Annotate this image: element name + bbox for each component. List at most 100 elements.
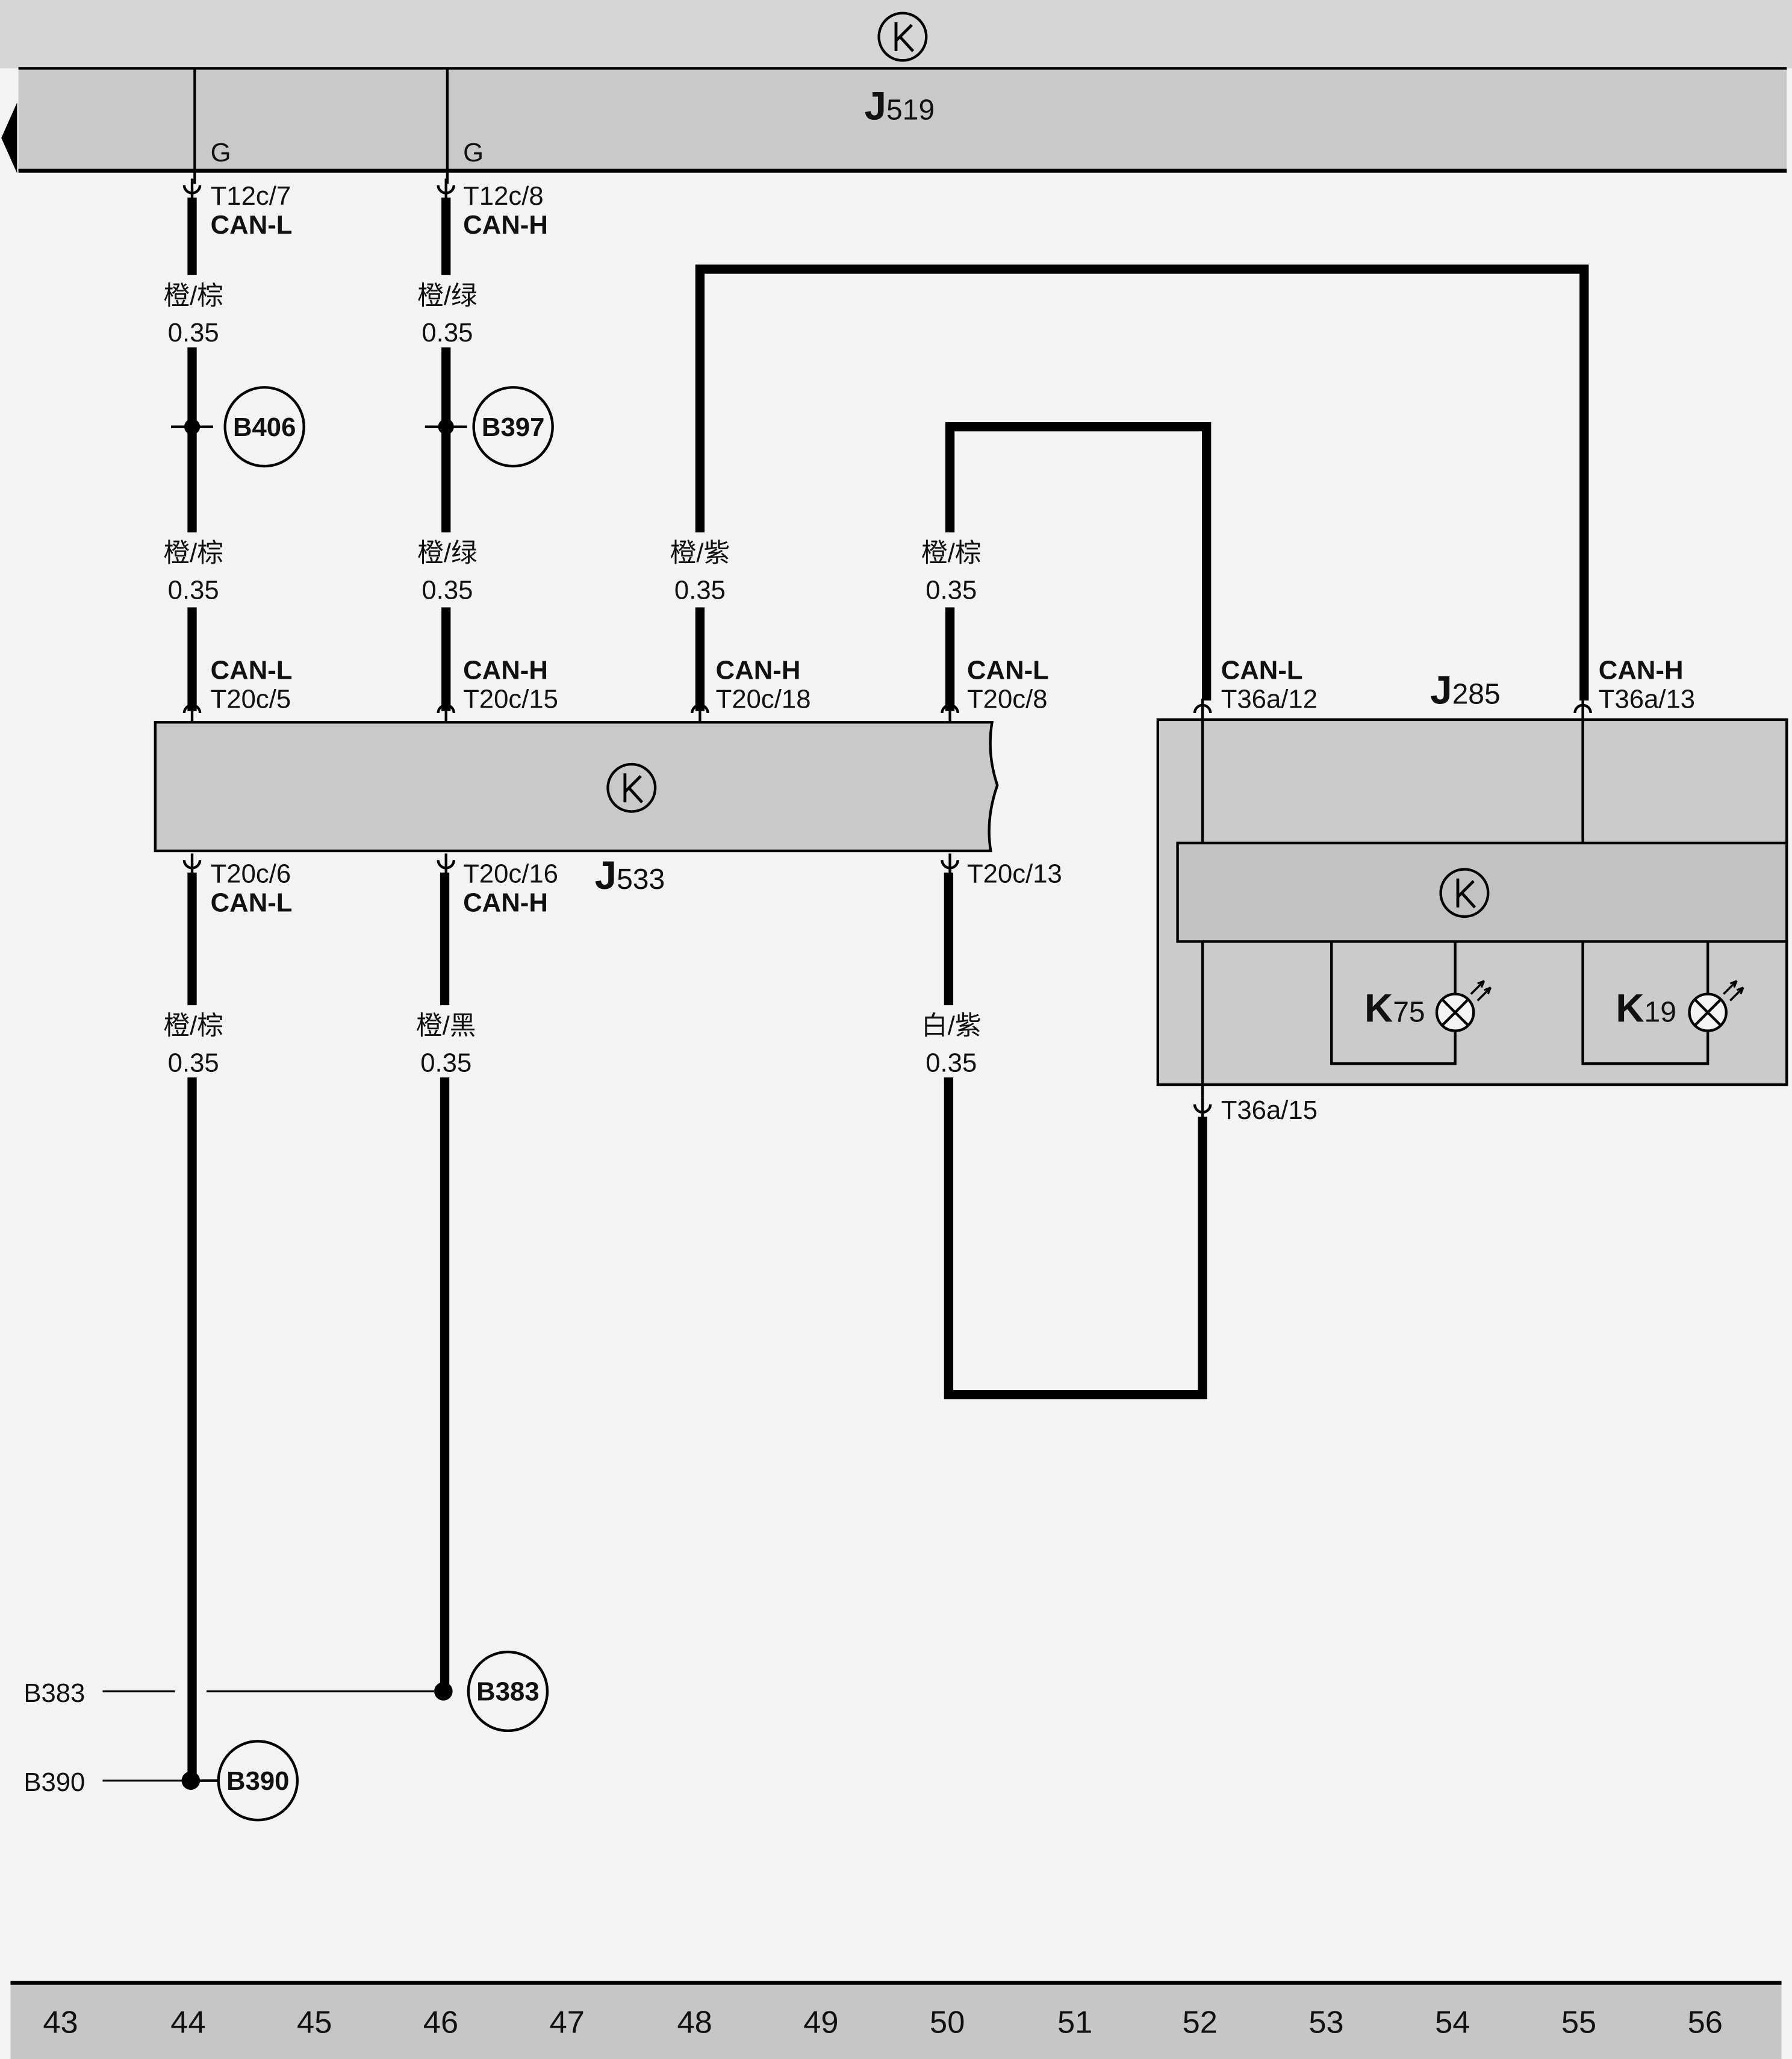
pin-label: T12c/7 [211, 181, 291, 211]
wire-size: 0.35 [926, 1048, 977, 1077]
grid-number: 46 [423, 2005, 458, 2040]
wire-size: 0.35 [168, 318, 219, 347]
pin-label: T20c/8 [967, 684, 1048, 714]
signal-label: CAN-H [1599, 655, 1684, 685]
reference-b390: B390 [23, 1768, 184, 1797]
splice-tag [223, 386, 305, 468]
splice-point [438, 419, 454, 435]
signal-label: CAN-L [1221, 655, 1303, 685]
wire-color: 橙/黑 [416, 1011, 476, 1041]
signal-label: CAN-H [463, 888, 548, 917]
wire-can-h-to-b383: T20c/16 CAN-H 橙/黑 0.35 B383 [416, 853, 558, 1733]
signal-label: CAN-L [211, 655, 293, 685]
grid-number: 51 [1057, 2005, 1092, 2040]
signal-label: CAN-L [967, 655, 1049, 685]
wire-size: 0.35 [168, 575, 219, 605]
continuation-arrow-icon [1, 102, 17, 173]
splice-label-b397: B397 [482, 413, 544, 442]
wire-can-l-j285-loop: 橙/棕 0.35 CAN-L T20c/8 [921, 422, 1212, 723]
grid-number: 44 [170, 2005, 205, 2040]
pin-label: T20c/6 [211, 859, 291, 888]
j519-band [18, 68, 1787, 171]
wire-size: 0.35 [926, 575, 977, 605]
j519-number: 519 [886, 94, 935, 126]
ref-label-b383: B383 [23, 1678, 85, 1708]
wire-color: 橙/棕 [163, 281, 223, 311]
splice-tag [472, 386, 554, 468]
grid-number: 55 [1561, 2005, 1596, 2040]
k19-number: 19 [1644, 996, 1676, 1028]
grid-number: 45 [297, 2005, 332, 2040]
pin-label: T20c/13 [967, 859, 1062, 888]
grid-number: 52 [1183, 2005, 1218, 2040]
j285-bus-band [1176, 841, 1788, 943]
wire-color: 橙/棕 [163, 1011, 223, 1041]
k19-label: K19 [1616, 986, 1676, 1030]
wire-can-h-j519: T12c/8 CAN-H 橙/绿 0.35 B397 橙/绿 0.35 CAN-… [417, 179, 558, 723]
j285-label: J285 [1430, 668, 1501, 712]
grid-number: 47 [550, 2005, 585, 2040]
splice-label-b383: B383 [476, 1677, 539, 1707]
j533-module: J533 [154, 721, 999, 897]
k75-letter: K [1364, 986, 1393, 1030]
k75-number: 75 [1393, 996, 1425, 1028]
signal-label: CAN-L [211, 210, 293, 240]
signal-label: CAN-H [463, 210, 548, 240]
j519-wire-color-left: G [211, 138, 231, 167]
j533-letter: J [595, 853, 617, 897]
wire-size: 0.35 [168, 1048, 219, 1077]
j533-label: J533 [595, 853, 665, 897]
splice-label-b406: B406 [233, 413, 296, 442]
splice-tag [467, 1650, 549, 1733]
grid-number: 48 [677, 2005, 712, 2040]
wire-color: 橙/棕 [921, 538, 982, 568]
wire-color: 橙/绿 [417, 281, 478, 311]
wire-color: 白/紫 [921, 1011, 982, 1041]
k19-letter: K [1616, 986, 1644, 1030]
grid-bar-background [10, 1983, 1782, 2059]
ref-label-b390: B390 [23, 1768, 85, 1797]
pin-label: T12c/8 [463, 181, 544, 211]
grid-number: 50 [930, 2005, 965, 2040]
j519-wire-color-right: G [463, 138, 484, 167]
grid-number: 43 [43, 2005, 78, 2040]
splice-tag [217, 1740, 299, 1822]
pin-label: T36a/13 [1599, 684, 1695, 714]
pin-label: T20c/16 [463, 859, 558, 888]
wire-can-h-j285-loop: 橙/紫 0.35 CAN-H T20c/18 [670, 264, 1589, 722]
j285-number: 285 [1452, 679, 1501, 711]
pin-label: T36a/12 [1221, 684, 1318, 714]
grid-number-bar: 43 44 45 46 47 48 49 50 51 52 53 54 55 5… [10, 1981, 1782, 2059]
wire-return-loop: T20c/13 白/紫 0.35 [921, 853, 1207, 1400]
signal-label: CAN-H [716, 655, 801, 685]
pin-label: T20c/15 [463, 684, 558, 714]
wire-size: 0.35 [422, 575, 473, 605]
wire-can-l-j519: T12c/7 CAN-L 橙/棕 0.35 B406 橙/棕 0.35 CAN-… [163, 179, 305, 723]
reference-b383: B383 [23, 1678, 435, 1708]
signal-label: CAN-H [463, 655, 548, 685]
indicator-k19: K19 [1581, 941, 1744, 1065]
wire-size: 0.35 [420, 1048, 471, 1077]
wire-size: 0.35 [674, 575, 726, 605]
j519-module: J519 G G [0, 0, 1792, 184]
splice-point [184, 419, 201, 435]
grid-number: 54 [1435, 2005, 1470, 2040]
grid-number: 53 [1308, 2005, 1343, 2040]
j519-label: J519 [865, 84, 935, 128]
wire-color: 橙/棕 [163, 538, 223, 568]
j285-module: CAN-L T36a/12 CAN-H T36a/13 J285 T36a/15… [1156, 655, 1788, 1125]
splice-point [434, 1682, 453, 1701]
indicator-k75: K75 [1330, 941, 1490, 1065]
pin-label: T20c/18 [716, 684, 811, 714]
k75-label: K75 [1364, 986, 1425, 1030]
wire-color: 橙/绿 [417, 538, 478, 568]
j533-box [154, 721, 999, 853]
pin-label: T36a/15 [1221, 1095, 1318, 1125]
j519-letter: J [865, 84, 886, 128]
splice-label-b390: B390 [226, 1766, 289, 1796]
wire-size: 0.35 [422, 318, 473, 347]
wire-color: 橙/紫 [670, 538, 730, 568]
grid-number: 49 [803, 2005, 838, 2040]
signal-label: CAN-L [211, 888, 293, 917]
